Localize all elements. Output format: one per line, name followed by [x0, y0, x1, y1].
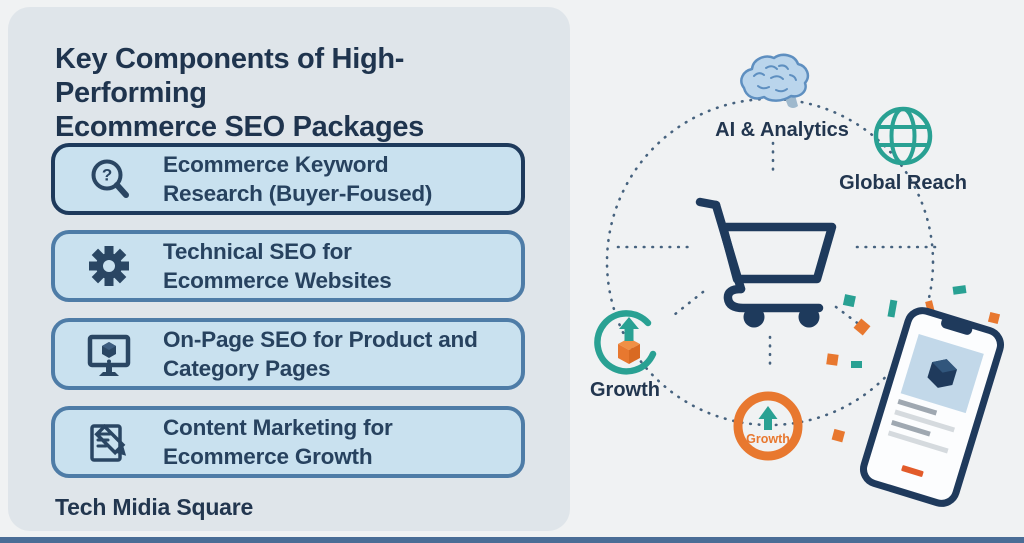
- phone-cube-icon: [927, 359, 958, 388]
- item-label: Technical SEO for Ecommerce Websites: [163, 238, 392, 293]
- component-item-keyword-research: ? Ecommerce Keyword Research (Buyer-Fous…: [51, 143, 525, 215]
- brand-text: Tech Midia Square: [55, 494, 254, 520]
- component-item-onpage-seo: On-Page SEO for Product and Category Pag…: [51, 318, 525, 390]
- component-item-content-marketing: Content Marketing for Ecommerce Growth: [51, 406, 525, 478]
- gear-icon: [55, 241, 163, 291]
- item-label: Ecommerce Keyword Research (Buyer-Foused…: [163, 151, 433, 206]
- globe-icon: [873, 106, 933, 166]
- item-label: Content Marketing for Ecommerce Growth: [163, 414, 393, 469]
- item-label: On-Page SEO for Product and Category Pag…: [163, 326, 478, 381]
- left-panel: Key Components of High-Performing Ecomme…: [8, 7, 570, 531]
- search-question-icon: ?: [55, 154, 163, 204]
- dotted-orbit-circle: [605, 97, 935, 427]
- ai-analytics-label: AI & Analytics: [715, 119, 849, 141]
- global-reach-label: Global Reach: [839, 172, 967, 194]
- growth-ring-icon: Growth: [733, 391, 803, 461]
- brain-icon: [740, 53, 810, 108]
- note-pencil-icon: [55, 416, 163, 468]
- bottom-accent-bar: [0, 537, 1024, 543]
- dotted-connectors: [616, 141, 940, 372]
- title-line-1: Key Components of High-Performing: [55, 43, 405, 109]
- growth-left-label: Growth: [590, 379, 660, 401]
- smartphone-icon: [860, 307, 1004, 507]
- title-line-2: Ecommerce SEO Packages: [55, 110, 425, 143]
- shopping-cart-icon: [695, 197, 837, 328]
- svg-text:?: ?: [102, 166, 112, 185]
- page-title: Key Components of High-Performing Ecomme…: [55, 43, 555, 145]
- growth-cycle-icon: [594, 310, 657, 375]
- component-item-technical-seo: Technical SEO for Ecommerce Websites: [51, 230, 525, 302]
- ecommerce-diagram: AI & Analytics Global Reach Grow: [590, 53, 1004, 507]
- growth-center-label: Growth: [746, 432, 790, 446]
- monitor-cube-icon: [55, 328, 163, 380]
